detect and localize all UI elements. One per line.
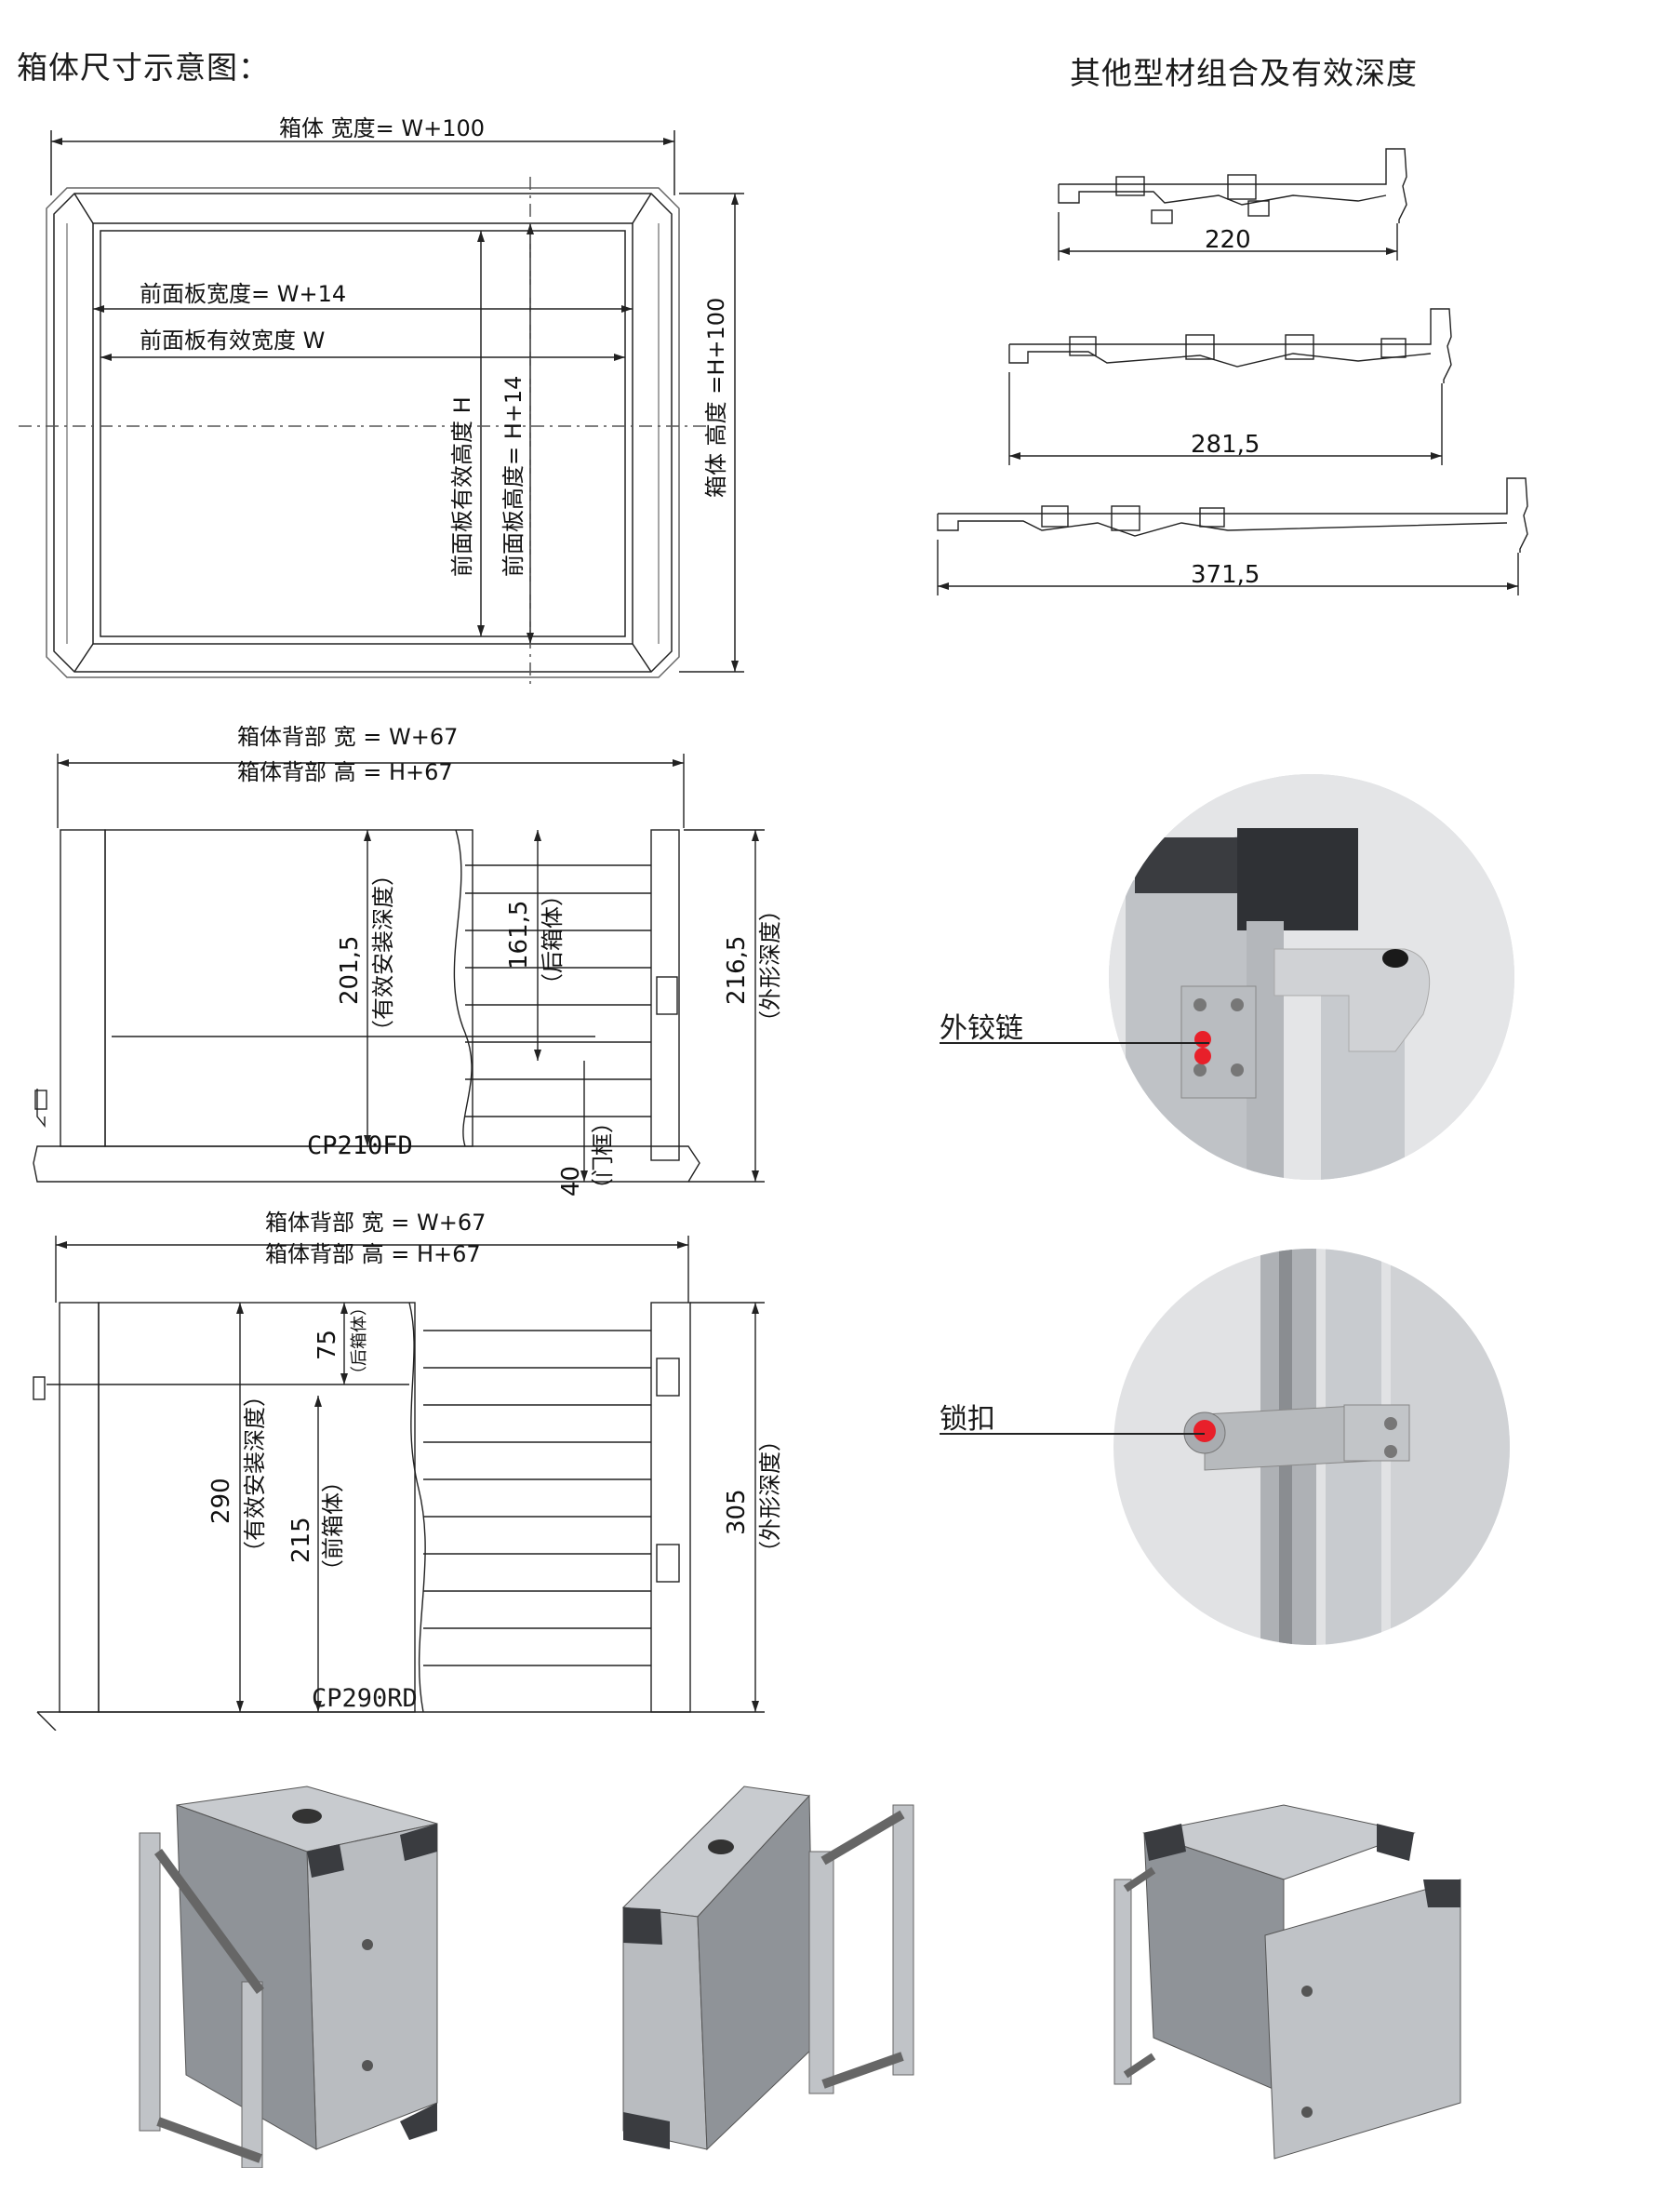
lock-detail-photo bbox=[1113, 1249, 1510, 1645]
cp210-eff-depth-value: 201,5 bbox=[336, 936, 364, 1005]
cp210-back-height: 箱体背部 高 = H+67 bbox=[237, 759, 453, 785]
hinge-marker-icon bbox=[1194, 1048, 1211, 1064]
cp210-rear-text: （后箱体） bbox=[540, 884, 566, 996]
cp290-rear-value: 75 bbox=[313, 1330, 341, 1360]
right-section-title: 其他型材组合及有效深度 bbox=[1070, 55, 1418, 91]
panel-eff-width-label: 前面板有效宽度 W bbox=[140, 328, 325, 354]
hinge-leader-line bbox=[940, 1042, 1209, 1044]
cp210-rear-value: 161,5 bbox=[505, 901, 533, 970]
lock-leader-line bbox=[940, 1433, 1205, 1435]
cp210-door-value: 40 bbox=[557, 1166, 585, 1197]
product-photo-3 bbox=[1113, 1804, 1461, 2160]
cp290-eff-text: （有效安装深度） bbox=[242, 1384, 268, 1563]
hinge-callout-label: 外铰链 bbox=[940, 1012, 1023, 1045]
panel-eff-height-label: 前面板有效高度 H bbox=[449, 396, 475, 577]
box-width-label: 箱体 宽度= W+100 bbox=[279, 115, 485, 141]
cp290-model-label: CP290RD bbox=[312, 1684, 418, 1713]
front-view-drawing: 箱体 宽度= W+100 前面板宽度= W+14 前面板有效宽度 W 前面板有效… bbox=[19, 115, 744, 689]
cp210-model-label: CP210FD bbox=[307, 1131, 413, 1160]
cp290-eff-value: 290 bbox=[207, 1478, 235, 1524]
box-height-label: 箱体 高度 =H+100 bbox=[703, 298, 729, 498]
cp290-back-width: 箱体背部 宽 = W+67 bbox=[265, 1210, 486, 1236]
lock-marker-icon bbox=[1193, 1420, 1216, 1442]
cp290-rear-text: （后箱体） bbox=[350, 1299, 369, 1383]
cp290rd-side-view: 箱体背部 宽 = W+67 箱体背部 高 = H+67 290 （有效安装深度）… bbox=[33, 1210, 783, 1731]
panel-height-label: 前面板高度= H+14 bbox=[500, 376, 527, 577]
profile-sections: 220 281,5 371,5 bbox=[937, 148, 1528, 595]
profile-281-label: 281,5 bbox=[1191, 431, 1260, 459]
cp290-front-value: 215 bbox=[287, 1517, 315, 1563]
left-section-title: 箱体尺寸示意图： bbox=[17, 49, 270, 86]
cp290-front-text: （前箱体） bbox=[320, 1470, 346, 1582]
cp210-outer-value: 216,5 bbox=[723, 936, 751, 1005]
cp290-back-height: 箱体背部 高 = H+67 bbox=[265, 1241, 481, 1267]
product-photo-1 bbox=[139, 1786, 438, 2168]
cp210-outer-text: （外形深度） bbox=[757, 899, 783, 1033]
hinge-detail-photo bbox=[1109, 774, 1514, 1180]
profile-220-label: 220 bbox=[1205, 226, 1251, 254]
product-photo-2 bbox=[621, 1786, 914, 2151]
cp210-back-width: 箱体背部 宽 = W+67 bbox=[237, 726, 458, 750]
cp210-door-text: （门框） bbox=[590, 1111, 616, 1200]
panel-width-label: 前面板宽度= W+14 bbox=[140, 281, 346, 307]
cp290-outer-value: 305 bbox=[723, 1489, 751, 1535]
lock-callout-label: 锁扣 bbox=[940, 1403, 995, 1436]
profile-371-label: 371,5 bbox=[1191, 561, 1260, 589]
cp290-outer-text: （外形深度） bbox=[757, 1429, 783, 1563]
hinge-marker-icon bbox=[1194, 1031, 1211, 1048]
cp210-eff-depth-text: （有效安装深度） bbox=[370, 863, 396, 1042]
cp210fd-side-view: 箱体背部 宽 = W+67 箱体背部 高 = H+67 201,5 （有效安装深… bbox=[33, 726, 783, 1200]
